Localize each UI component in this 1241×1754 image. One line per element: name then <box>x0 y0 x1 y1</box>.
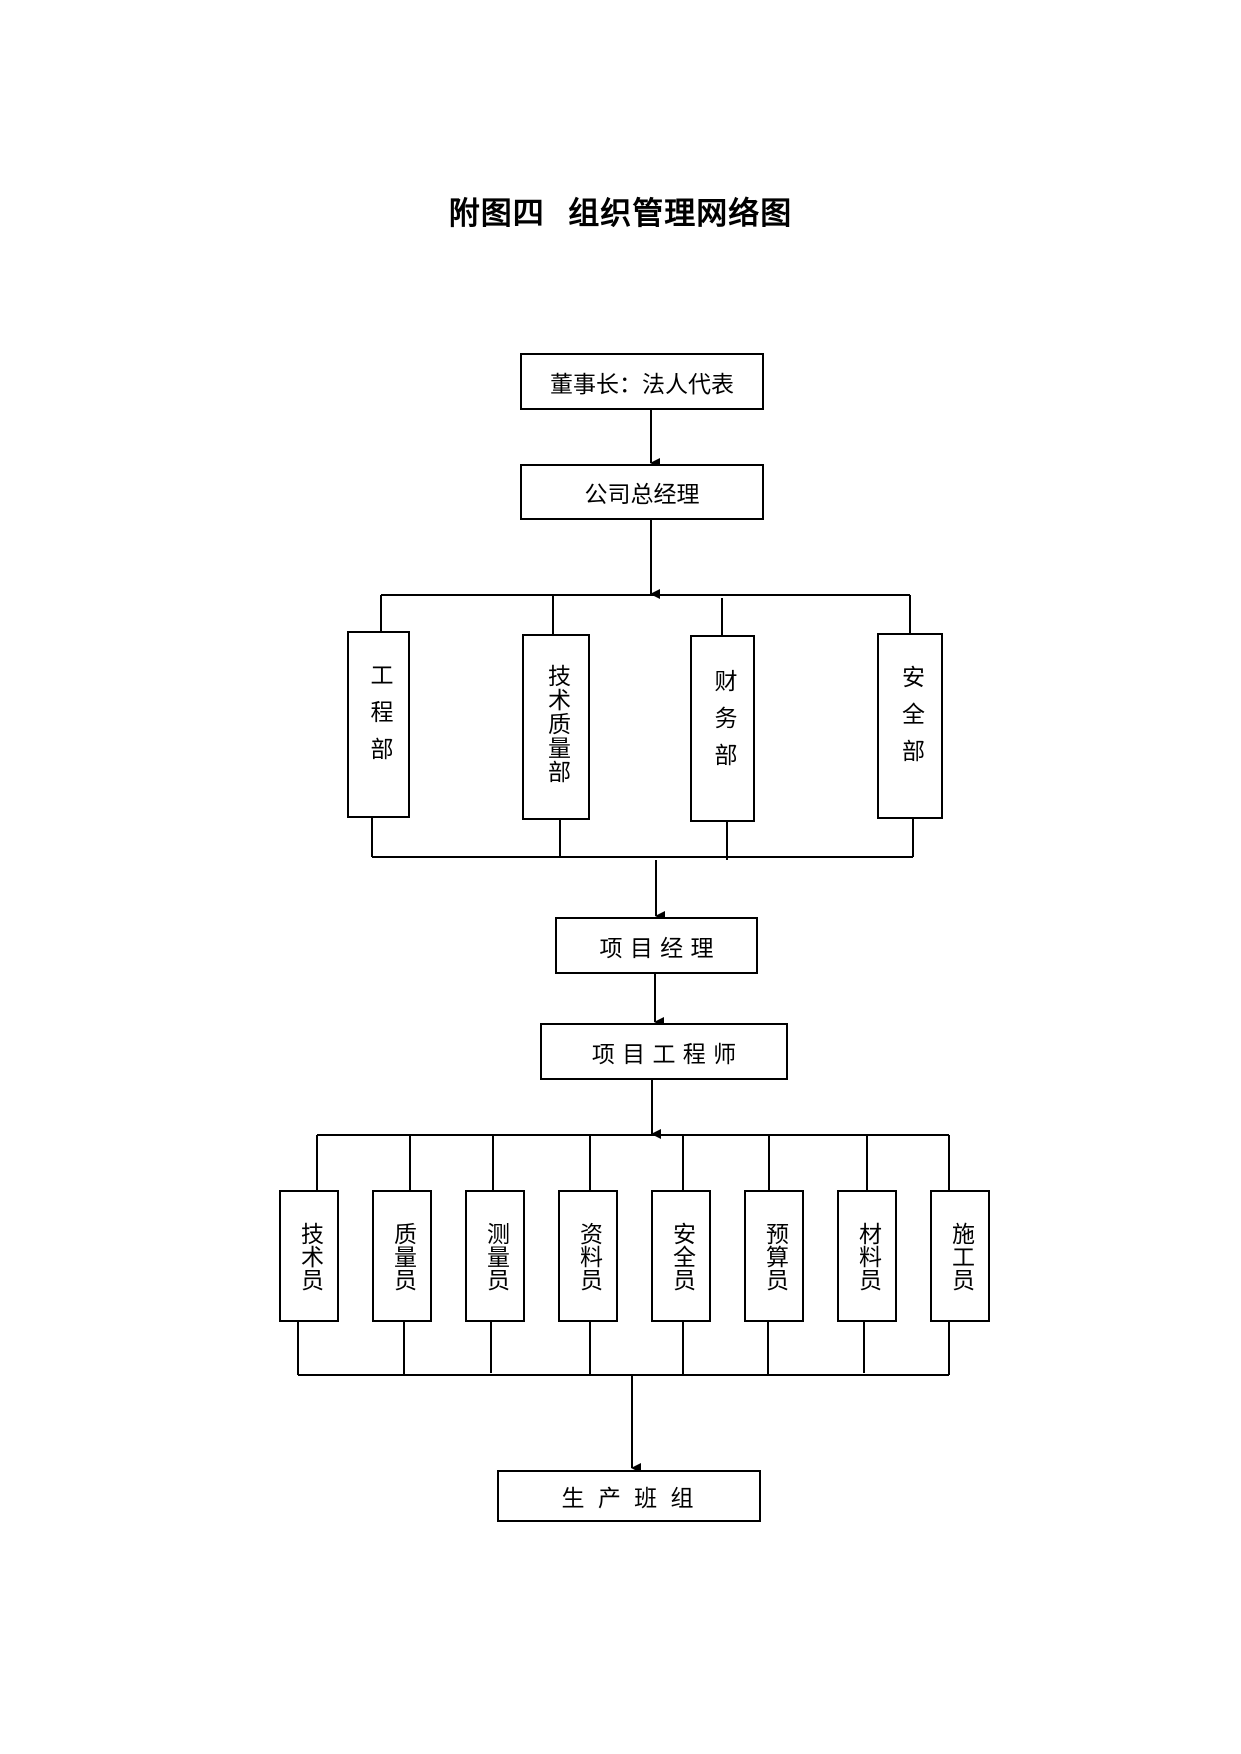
staff-construction-worker-label: 施工员 <box>947 1222 974 1291</box>
general-manager-label: 公司总经理 <box>584 482 700 508</box>
department-safety-box: 安全部 <box>877 633 943 819</box>
production-team-box: 生 产 班 组 <box>497 1470 761 1522</box>
department-engineering-label: 工程部 <box>366 663 392 774</box>
staff-quality-inspector-label: 质量员 <box>389 1222 416 1291</box>
department-finance-box: 财务部 <box>690 635 755 822</box>
project-manager-label: 项 目 经 理 <box>599 935 714 962</box>
department-engineering-box: 工程部 <box>347 631 410 818</box>
project-engineer-box: 项 目 工 程 师 <box>540 1023 788 1080</box>
staff-material-clerk-box: 材料员 <box>837 1190 897 1322</box>
staff-estimator-box: 预算员 <box>744 1190 804 1322</box>
staff-estimator-label: 预算员 <box>761 1222 788 1291</box>
department-safety-label: 安全部 <box>897 665 924 776</box>
staff-surveyor-box: 测量员 <box>465 1190 525 1322</box>
chairman-label: 董事长：法人代表 <box>550 371 734 398</box>
department-tech-quality-box: 技术质量部 <box>522 634 590 820</box>
project-manager-box: 项 目 经 理 <box>555 917 758 974</box>
production-team-label: 生 产 班 组 <box>561 1486 697 1512</box>
staff-technician-box: 技术员 <box>279 1190 339 1322</box>
staff-safety-officer-box: 安全员 <box>651 1190 711 1322</box>
staff-surveyor-label: 测量员 <box>482 1222 509 1291</box>
page-title: 附图四 组织管理网络图 <box>448 196 793 232</box>
staff-document-clerk-box: 资料员 <box>558 1190 618 1322</box>
department-tech-quality-label: 技术质量部 <box>543 664 570 784</box>
staff-construction-worker-box: 施工员 <box>930 1190 990 1322</box>
staff-safety-officer-label: 安全员 <box>668 1222 695 1291</box>
department-finance-label: 财务部 <box>710 669 736 780</box>
staff-technician-label: 技术员 <box>296 1222 323 1291</box>
project-engineer-label: 项 目 工 程 师 <box>591 1041 737 1068</box>
staff-document-clerk-label: 资料员 <box>575 1222 602 1291</box>
chairman-box: 董事长：法人代表 <box>520 353 764 410</box>
staff-material-clerk-label: 材料员 <box>854 1222 881 1291</box>
staff-quality-inspector-box: 质量员 <box>372 1190 432 1322</box>
general-manager-box: 公司总经理 <box>520 464 764 520</box>
